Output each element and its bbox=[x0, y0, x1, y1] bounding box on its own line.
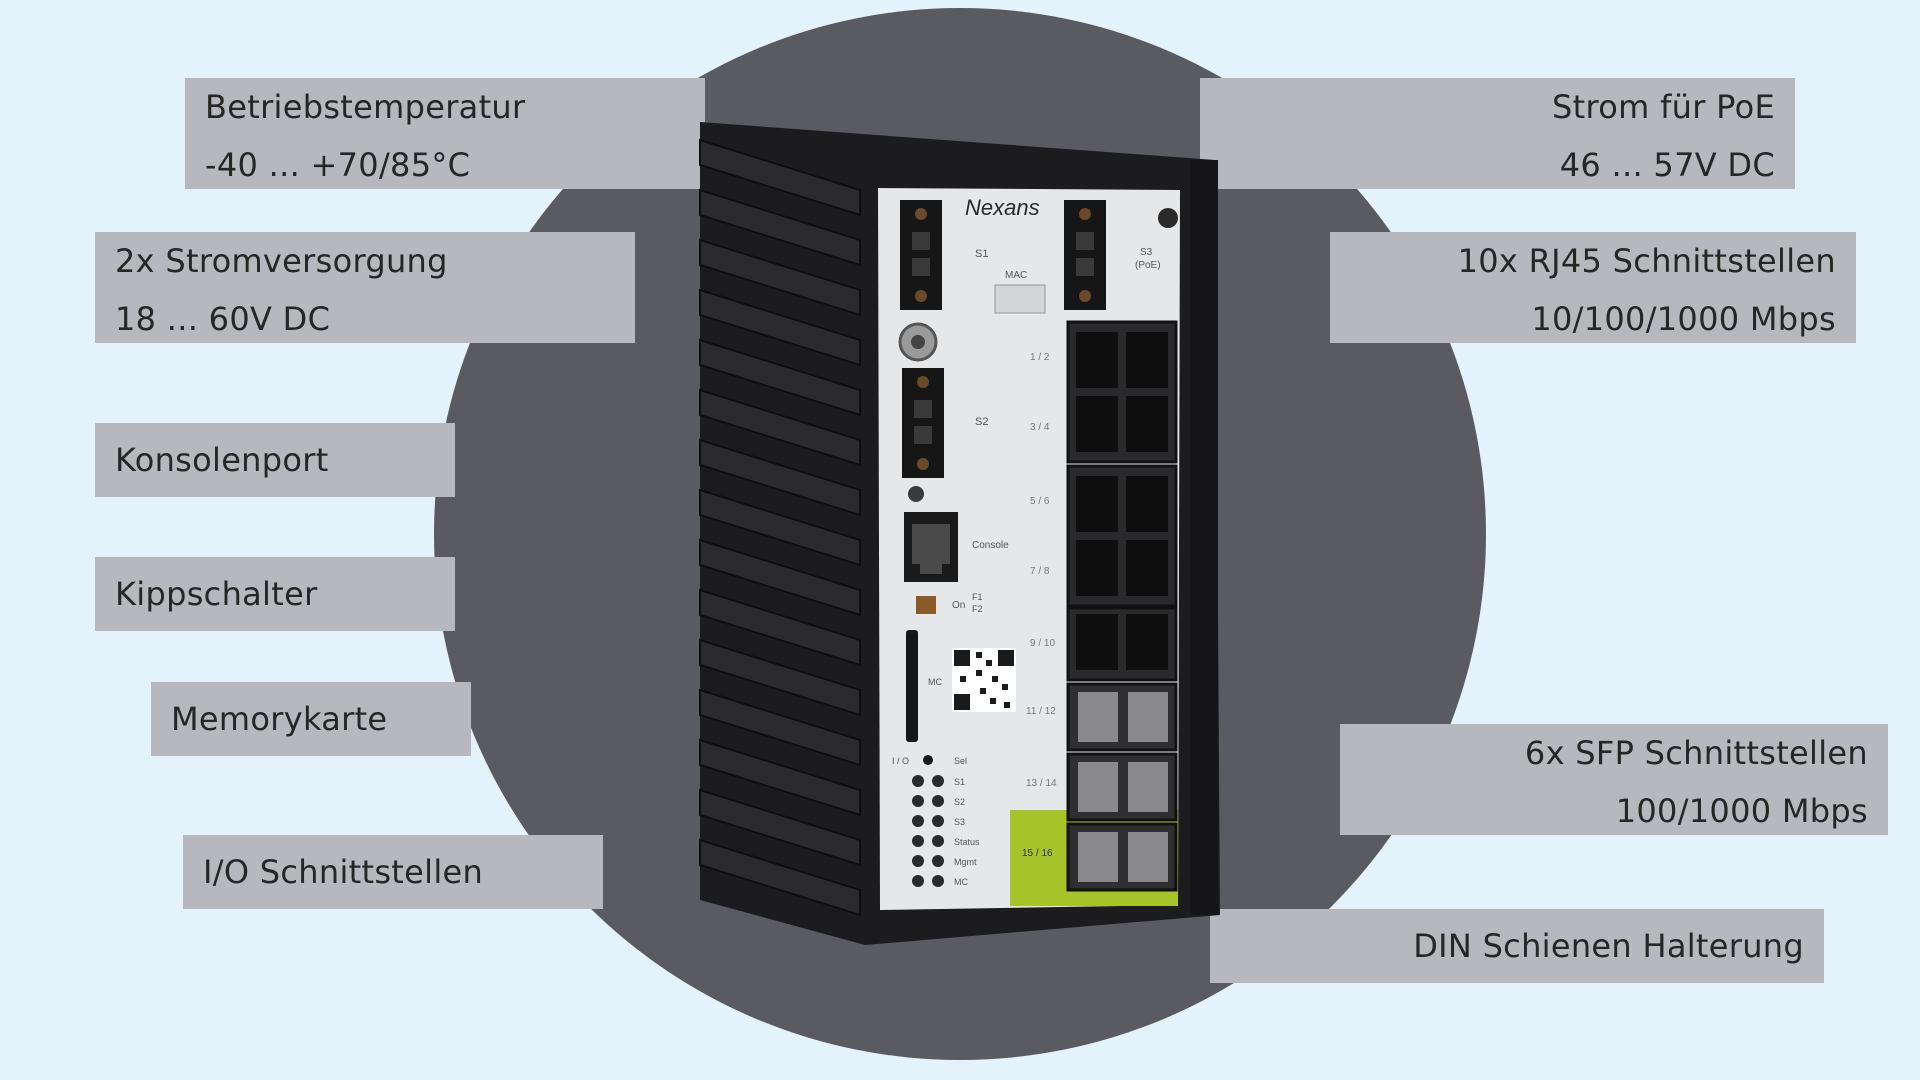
label-rj45: 10x RJ45 Schnittstellen 10/100/1000 Mbps bbox=[1330, 232, 1856, 343]
label-din-rail-title: DIN Schienen Halterung bbox=[1413, 927, 1804, 965]
label-poe-power-value: 46 ... 57V DC bbox=[1559, 146, 1775, 184]
label-toggle-switch: Kippschalter bbox=[95, 557, 455, 631]
label-sfp-value: 100/1000 Mbps bbox=[1615, 792, 1868, 830]
terminal-label-s2: S2 bbox=[975, 416, 988, 428]
label-toggle-switch-title: Kippschalter bbox=[115, 575, 318, 613]
power-terminal-s3 bbox=[1064, 200, 1106, 310]
led-label: S2 bbox=[954, 797, 965, 807]
label-sfp: 6x SFP Schnittstellen 100/1000 Mbps bbox=[1340, 724, 1888, 835]
label-poe-power-title: Strom für PoE bbox=[1552, 88, 1775, 126]
led-label: S1 bbox=[954, 777, 965, 787]
port-label: 1 / 2 bbox=[1030, 352, 1050, 363]
port-label: 5 / 6 bbox=[1030, 496, 1050, 507]
label-console-port-title: Konsolenport bbox=[115, 441, 329, 479]
qr-code bbox=[952, 648, 1016, 712]
label-poe-power: Strom für PoE 46 ... 57V DC bbox=[1200, 78, 1795, 189]
power-terminal-s1 bbox=[900, 200, 942, 310]
memory-card-label: MC bbox=[928, 677, 942, 687]
terminal-label-s3: S3 bbox=[1140, 247, 1153, 258]
port-label: 3 / 4 bbox=[1030, 422, 1050, 433]
port-label: 13 / 14 bbox=[1026, 778, 1057, 789]
label-memory-card: Memorykarte bbox=[151, 682, 471, 756]
io-label: I / O bbox=[892, 756, 909, 766]
label-operating-temperature-title: Betriebstemperatur bbox=[205, 88, 526, 126]
mac-sticker bbox=[994, 284, 1046, 314]
label-memory-card-title: Memorykarte bbox=[171, 700, 388, 738]
label-console-port: Konsolenport bbox=[95, 423, 455, 497]
label-din-rail: DIN Schienen Halterung bbox=[1210, 909, 1824, 983]
sfp-ports bbox=[1066, 682, 1178, 892]
ground-screw bbox=[1158, 208, 1178, 228]
toggle-switch bbox=[916, 596, 936, 614]
port-label: 11 / 12 bbox=[1026, 706, 1056, 717]
rj45-block bbox=[1066, 464, 1178, 608]
label-sfp-title: 6x SFP Schnittstellen bbox=[1524, 734, 1868, 772]
label-operating-temperature: Betriebstemperatur -40 ... +70/85°C bbox=[185, 78, 705, 189]
memory-card-slot bbox=[906, 630, 918, 742]
label-rj45-value: 10/100/1000 Mbps bbox=[1531, 300, 1836, 338]
led-label: Sel bbox=[954, 756, 967, 766]
mac-label: MAC bbox=[1005, 270, 1027, 281]
toggle-f2-label: F2 bbox=[972, 604, 983, 614]
console-port bbox=[904, 512, 958, 582]
rj45-block bbox=[1066, 606, 1178, 682]
brand-logo: Nexans bbox=[965, 195, 1040, 220]
port-label: 7 / 8 bbox=[1030, 566, 1050, 577]
toggle-f1-label: F1 bbox=[972, 592, 983, 602]
label-io-interfaces: I/O Schnittstellen bbox=[183, 835, 603, 909]
rj45-block bbox=[1066, 320, 1178, 464]
label-operating-temperature-value: -40 ... +70/85°C bbox=[205, 146, 471, 184]
port-label: 15 / 16 bbox=[1022, 848, 1053, 859]
power-terminal-s2 bbox=[902, 368, 944, 478]
label-io-interfaces-title: I/O Schnittstellen bbox=[203, 853, 484, 891]
screw-icon bbox=[908, 486, 924, 502]
label-power-supply: 2x Stromversorgung 18 ... 60V DC bbox=[95, 232, 635, 343]
label-power-supply-value: 18 ... 60V DC bbox=[115, 300, 331, 338]
led-label: S3 bbox=[954, 817, 965, 827]
status-leds bbox=[912, 755, 944, 887]
terminal-label-s1: S1 bbox=[975, 248, 988, 260]
terminal-label-poe: (PoE) bbox=[1135, 260, 1161, 271]
label-power-supply-title: 2x Stromversorgung bbox=[115, 242, 448, 280]
rj45-ports bbox=[1066, 320, 1178, 682]
toggle-on-label: On bbox=[952, 600, 965, 611]
led-label: Mgmt bbox=[954, 857, 977, 867]
led-label: Status bbox=[954, 837, 980, 847]
console-label: Console bbox=[972, 540, 1009, 551]
label-rj45-title: 10x RJ45 Schnittstellen bbox=[1457, 242, 1836, 280]
port-label: 9 / 10 bbox=[1030, 638, 1055, 649]
led-label: MC bbox=[954, 877, 968, 887]
